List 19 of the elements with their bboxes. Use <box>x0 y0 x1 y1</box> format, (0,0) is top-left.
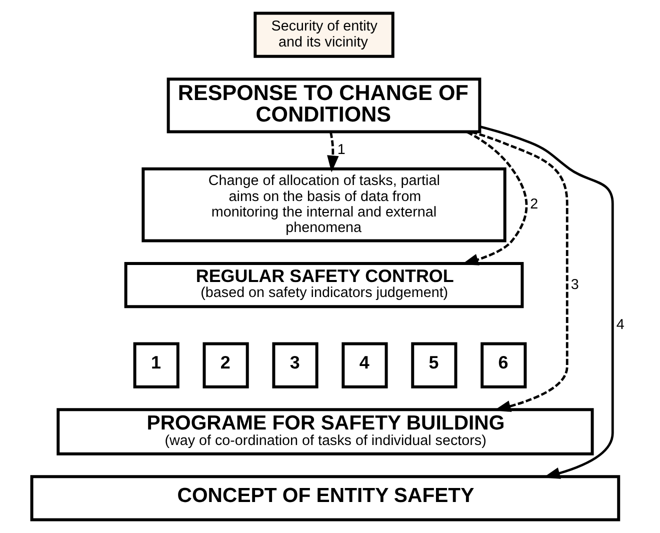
node-box: 6 <box>480 342 527 388</box>
edge-label: 2 <box>530 196 538 213</box>
node-box: 5 <box>411 342 458 388</box>
arrow <box>327 132 339 172</box>
node-box: 1 <box>133 342 180 388</box>
node-box: REGULAR SAFETY CONTROL (based on safety indicators judgement) <box>124 262 524 308</box>
edge-label: 4 <box>616 316 624 333</box>
node-box: Change of allocation of tasks, partial aims on the basis of data from monitoring the internal and external phenomena <box>142 167 506 242</box>
node-box: RESPONSE TO CHANGE OF CONDITIONS <box>166 78 482 134</box>
edge-label: 3 <box>570 276 579 293</box>
edge-label: 1 <box>337 142 346 158</box>
node-box: 2 <box>202 342 249 388</box>
node-box: PROGRAME FOR SAFETY BUILDING (way of co-ordination of tasks of individual sectors) <box>56 408 594 456</box>
node-box: 4 <box>342 342 388 388</box>
node-box: Security of entity and its vicinity <box>254 12 394 58</box>
node-box: CONCEPT OF ENTITY SAFETY <box>30 475 620 522</box>
arrow <box>480 126 614 479</box>
arrow <box>471 130 568 412</box>
node-box: 3 <box>272 342 318 388</box>
